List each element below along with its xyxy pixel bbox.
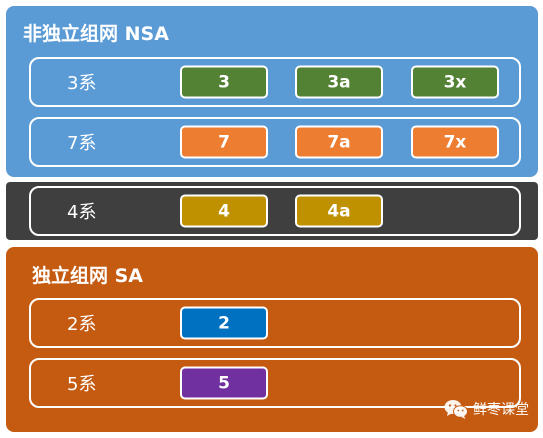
watermark-text: 鲜枣课堂 [473, 402, 529, 418]
nsa-title: 非独立组网 NSA [23, 23, 169, 45]
nsa-panel: 非独立组网 NSA 3系 3 3a 3x 7系 7 7a 7x [6, 6, 538, 177]
option-chip-5[interactable]: 5 [180, 366, 268, 400]
wechat-icon [444, 400, 468, 419]
option-chip-4[interactable]: 4 [180, 194, 268, 228]
sa-panel: 独立组网 SA 2系 2 5系 5 [6, 247, 538, 432]
series-row-4: 4系 4 4a [29, 186, 521, 236]
option-chip-3[interactable]: 3 [180, 65, 268, 99]
series-label-7: 7系 [67, 133, 97, 154]
sa-title: 独立组网 SA [32, 265, 144, 287]
option-chip-4a[interactable]: 4a [295, 194, 383, 228]
series-row-3: 3系 3 3a 3x [29, 57, 521, 107]
series-row-2: 2系 2 [29, 298, 521, 348]
option-chip-2[interactable]: 2 [180, 306, 268, 340]
option-chip-3a[interactable]: 3a [295, 65, 383, 99]
option-chip-7x[interactable]: 7x [411, 125, 499, 159]
watermark: 鲜枣课堂 [443, 398, 529, 420]
series-row-5: 5系 5 [29, 358, 521, 408]
option-chip-3x[interactable]: 3x [411, 65, 499, 99]
series-row-7: 7系 7 7a 7x [29, 117, 521, 167]
series-label-4: 4系 [67, 202, 97, 223]
series-label-3: 3系 [67, 73, 97, 94]
lte-panel: 4系 4 4a [6, 182, 538, 240]
option-chip-7[interactable]: 7 [180, 125, 268, 159]
series-label-5: 5系 [67, 374, 97, 395]
option-chip-7a[interactable]: 7a [295, 125, 383, 159]
series-label-2: 2系 [67, 314, 97, 335]
